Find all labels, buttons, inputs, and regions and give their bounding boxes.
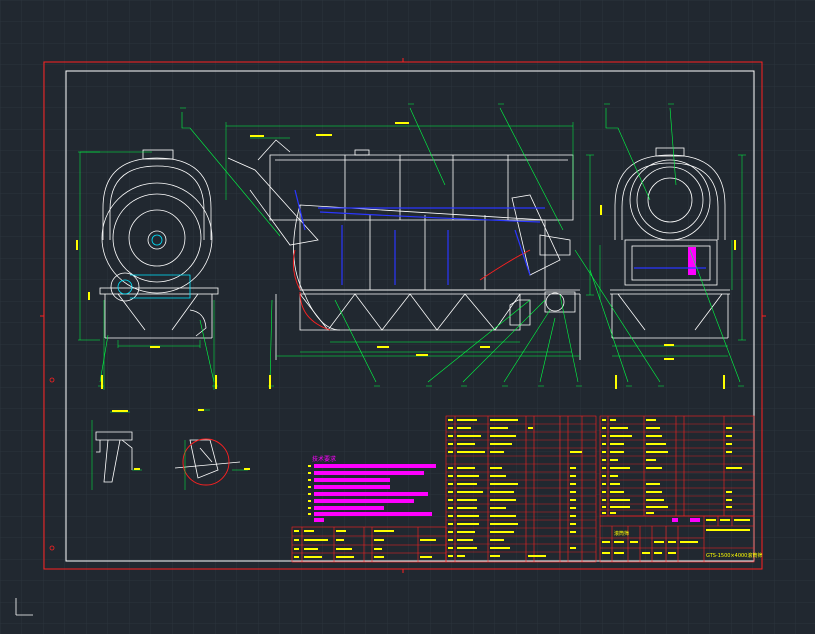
title-block [599,515,755,563]
notes-title: 技术要求 [312,455,336,463]
title-block-main-title: 滚筒筛 [614,530,629,537]
notes-bullets [308,465,311,515]
parts-list-right [599,415,755,517]
parts-list-left [291,526,447,563]
right-view-magenta-part [688,247,696,275]
notes-lines [314,464,436,522]
title-block-fields [602,519,750,554]
inner-frame [65,70,755,562]
ucs-icon [15,598,33,616]
front-view-hidden-lines [294,189,545,285]
parts-list-middle [445,415,597,563]
leader-lines [99,107,741,383]
front-view-red-curves [292,249,531,331]
detail-view-b-circle [182,438,230,486]
border-ticks [40,58,766,573]
parts-list-right-rows [600,423,754,511]
parts-list-middle-text [448,419,582,557]
left-view-dims [78,151,215,390]
right-end-view [610,147,730,339]
title-block-drawing-number: GTS-1500×4000滚筒筛 [706,552,762,559]
parts-list-right-text [602,419,742,514]
frame-marks [49,377,55,551]
parts-list-middle-rows [446,423,596,553]
title-block-magenta-fields [672,518,700,522]
dimension-text-marks [76,122,736,470]
front-view [227,139,581,360]
parts-list-left-text [294,530,436,558]
detail-view-a [95,431,133,483]
left-end-view [99,149,219,339]
